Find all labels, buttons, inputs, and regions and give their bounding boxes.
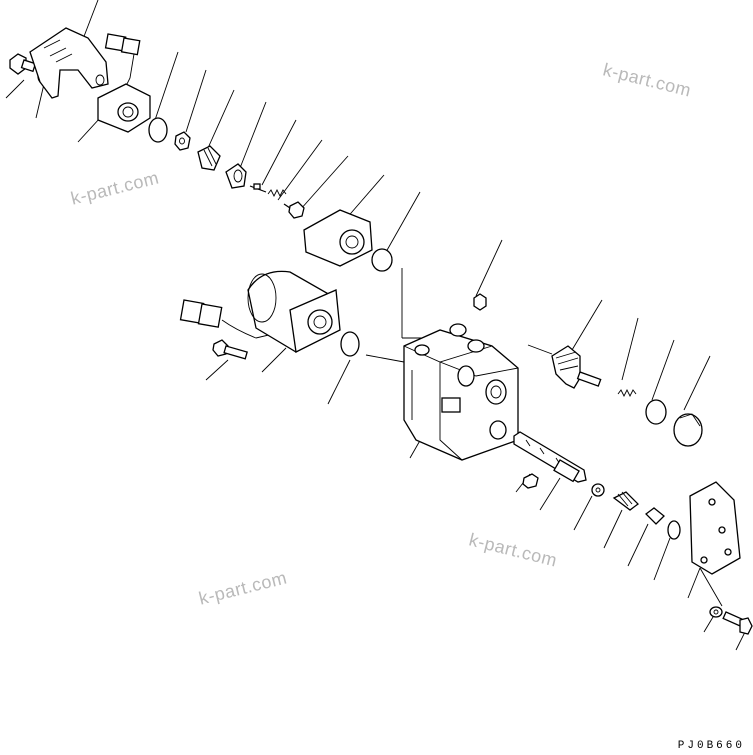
o-ring-lower — [667, 520, 681, 540]
bolt-left — [212, 339, 248, 360]
spring-lower — [612, 491, 639, 511]
solenoid-body-middle — [303, 209, 373, 267]
solenoid-top — [97, 83, 151, 133]
leader-lines — [5, 0, 747, 651]
connector-left — [179, 299, 291, 339]
valve-body — [403, 323, 519, 461]
connector-top — [104, 33, 141, 87]
pin-lower — [645, 507, 665, 525]
o-ring-right — [645, 399, 667, 425]
spring-top — [267, 188, 287, 198]
fitting-top — [283, 201, 305, 219]
o-ring-middle — [371, 248, 393, 272]
spring-right — [617, 388, 637, 398]
o-ring-left — [340, 331, 360, 357]
cap-right — [673, 413, 703, 447]
drawing-code: PJ0B660 — [677, 740, 745, 752]
valve-right — [551, 345, 602, 389]
sleeve-top — [197, 145, 221, 171]
plug-top — [473, 293, 487, 311]
cap-top — [225, 163, 247, 189]
washer-lower — [591, 483, 605, 497]
plug-lower — [522, 473, 539, 489]
o-ring-top — [148, 117, 168, 143]
spool — [513, 431, 587, 483]
pin-top — [249, 183, 267, 193]
bolt-top-left — [9, 53, 37, 75]
cover-plate — [689, 481, 741, 575]
bracket-top-left — [29, 27, 109, 99]
nut-top — [174, 131, 191, 151]
motor — [247, 270, 341, 353]
bolt-bottom — [722, 611, 753, 635]
washer-bottom — [709, 606, 723, 618]
